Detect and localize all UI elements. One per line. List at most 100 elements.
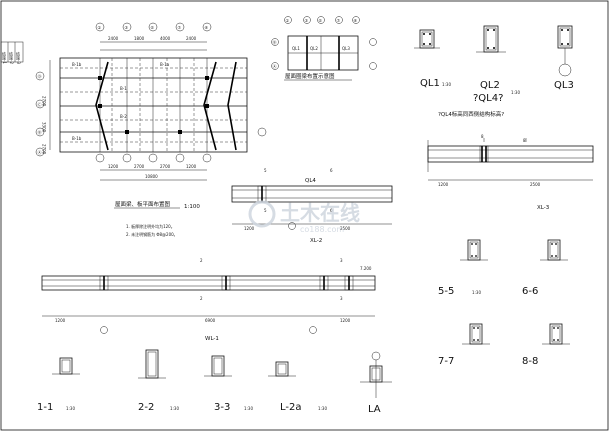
rb-grid-5: ⑨: [354, 18, 358, 23]
rb-grid-2: ③: [305, 18, 309, 23]
rb-grid-4: ⑦: [337, 18, 341, 23]
wl1-beam: 2 2 3 3 7.200 1200 6900 1200 WL-1: [41, 258, 376, 342]
plan-grid-top-4: ⑦: [178, 25, 182, 30]
section-5-5-scale: 1:30: [472, 290, 481, 295]
plan-grid-top-5: ⑨: [205, 25, 209, 30]
title-block: 结施-1 结施-2 结施-3: [0, 41, 24, 65]
plan-grid-top-3: ⑤: [151, 25, 155, 30]
plan-scale: 1:100: [184, 204, 200, 210]
plan-dim-left-3: 2700: [42, 144, 47, 155]
svg-text:3: 3: [340, 296, 343, 301]
plan-grid-left-1: Ⓓ: [38, 73, 42, 79]
plan-dim-left-2: 3300: [42, 122, 47, 133]
svg-text:8: 8: [523, 138, 526, 143]
section-2-2: 2-2: [138, 402, 154, 413]
watermark-main: 土木在线: [280, 201, 360, 225]
svg-text:3: 3: [340, 258, 343, 263]
plan-note-2: 2. 未注明钢筋为 Φ8@200。: [126, 231, 178, 237]
rb-grid-side-2: Ⓐ: [273, 63, 277, 69]
ql1-label: QL1: [420, 78, 440, 89]
svg-text:QL1: QL1: [292, 46, 300, 51]
svg-text:B-1: B-1: [120, 86, 127, 91]
title-row-1: 结施-1: [2, 51, 7, 65]
section-1-1-scale: 1:30: [66, 406, 75, 411]
watermark-sub: co188.com: [300, 225, 344, 234]
ring-beam-layout: ① ③ ⑤ ⑦ ⑨ Ⓑ Ⓐ QL1 QL2 QL3 屋面圈梁布置示意图: [271, 16, 377, 81]
wl1-dim-2: 6900: [205, 318, 216, 323]
plan-dim-bottom-1: 1200: [108, 164, 119, 169]
rb-grid-side-1: Ⓑ: [273, 39, 277, 45]
plan-grid-left-4: Ⓐ: [38, 149, 42, 155]
svg-text:2: 2: [200, 258, 203, 263]
ql2-label: QL2: [480, 80, 500, 91]
ql4-tag: XL-2: [310, 238, 322, 244]
section-l-2a: L-2a: [280, 402, 302, 413]
xl3-beam: 8 8 1200 2500 XL-3: [427, 134, 594, 211]
wl1-dim-1: 1200: [55, 318, 66, 323]
svg-text:5: 5: [264, 208, 267, 213]
section-2-2-scale: 1:30: [170, 406, 179, 411]
ql4-dim-2: 2500: [340, 226, 351, 231]
section-l-2a-scale: 1:30: [318, 406, 327, 411]
watermark: 土木在线 co188.com: [248, 200, 360, 234]
section-8-8: 8-8: [522, 356, 538, 367]
rb-grid-1: ①: [286, 18, 290, 23]
title-row-3: 结施-3: [16, 51, 21, 65]
section-5-5: 5-5: [438, 286, 454, 297]
plan-dim-bottom-2: 2700: [134, 164, 145, 169]
section-3-3: 3-3: [214, 402, 230, 413]
plan-dim-total: 10800: [145, 174, 158, 179]
xl3-dim-1: 1200: [438, 182, 449, 187]
wl1-tag: WL-1: [205, 336, 219, 342]
ql2-scale: 1:30: [511, 90, 520, 95]
rb-grid-3: ⑤: [319, 18, 323, 23]
plan-view: ① ③ ⑤ ⑦ ⑨ 2400 1800 4000 2400: [35, 22, 267, 237]
plan-dim-top-1: 2400: [108, 36, 119, 41]
plan-dim-bottom-4: 1200: [186, 164, 197, 169]
sections-bottom: 1-1 1:30 2-2 1:30 3-3 1:30 L-2a 1:30 LA: [37, 349, 392, 415]
ql-sections: QL1 1:30 QL2 1:30 QL3 ?QL4? ?QL4标高同西侧结构标…: [414, 25, 574, 118]
plan-dim-top-2: 1800: [134, 36, 145, 41]
ql4-question: ?QL4?: [473, 93, 503, 104]
wl1-dim-3: 1200: [340, 318, 351, 323]
ql3-label: QL3: [554, 80, 574, 91]
ql1-scale: 1:30: [442, 82, 451, 87]
svg-text:QL3: QL3: [342, 46, 350, 51]
svg-text:B-2: B-2: [120, 114, 127, 119]
svg-text:6: 6: [330, 168, 333, 173]
ring-beam-caption: 屋面圈梁布置示意图: [285, 72, 335, 80]
plan-grid-left-2: Ⓒ: [38, 101, 42, 107]
plan-dim-left-1: 2700: [42, 96, 47, 107]
plan-grid-top-1: ①: [98, 25, 102, 30]
title-row-2: 结施-2: [9, 51, 14, 65]
plan-note-1: 1. 板厚除注明外均为120。: [126, 223, 175, 229]
svg-text:2: 2: [200, 296, 203, 301]
plan-grid-left-3: Ⓑ: [38, 129, 42, 135]
svg-text:5: 5: [264, 168, 267, 173]
svg-text:QL2: QL2: [310, 46, 318, 51]
section-1-1: 1-1: [37, 402, 53, 413]
ql4-label: QL4: [305, 178, 316, 184]
plan-caption: 屋面梁、板平面布置图: [115, 200, 171, 208]
plan-grid-top-2: ③: [125, 25, 129, 30]
svg-text:B-1b: B-1b: [72, 136, 82, 141]
section-7-7: 7-7: [438, 356, 454, 367]
xl3-tag: XL-3: [537, 205, 550, 211]
sections-right: 5-5 1:30 6-6 7-7 8-8: [438, 239, 570, 367]
xl3-dim-2: 2500: [530, 182, 541, 187]
svg-text:6: 6: [330, 208, 333, 213]
wl1-elev: 7.200: [360, 266, 372, 271]
svg-text:B-1b: B-1b: [72, 62, 82, 67]
ql4-dim-1: 1200: [244, 226, 255, 231]
plan-dim-bottom-3: 2700: [160, 164, 171, 169]
svg-text:B-1a: B-1a: [160, 62, 170, 67]
section-3-3-scale: 1:30: [244, 406, 253, 411]
section-la: LA: [368, 404, 381, 415]
ql4-question-note: ?QL4标高同西侧结构标高?: [438, 110, 504, 118]
svg-text:8: 8: [481, 134, 484, 139]
plan-dim-top-4: 2400: [186, 36, 197, 41]
section-6-6: 6-6: [522, 286, 538, 297]
